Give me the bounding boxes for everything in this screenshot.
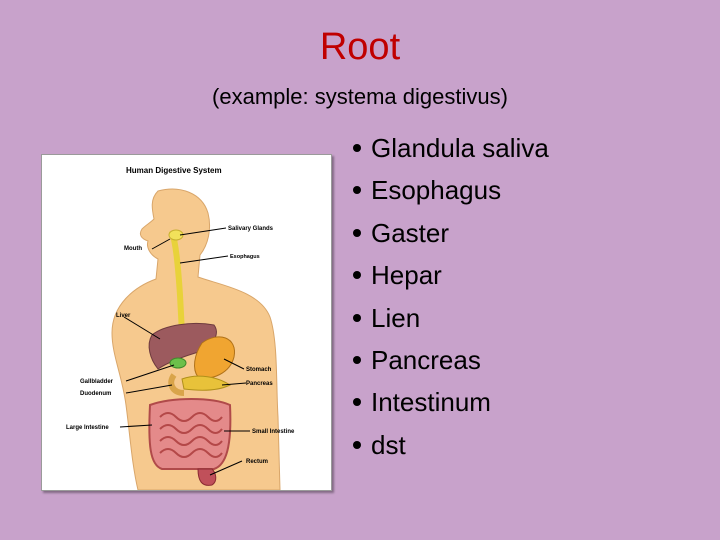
label-rectum: Rectum <box>246 459 268 465</box>
gallbladder-shape <box>169 357 187 369</box>
bullet-text: Glandula saliva <box>371 133 549 163</box>
label-liver: Liver <box>116 313 131 319</box>
bullet-item: Lien <box>353 303 549 345</box>
label-mouth: Mouth <box>124 246 142 252</box>
bullet-item: dst <box>353 430 549 472</box>
bullet-dot <box>353 228 361 237</box>
bullet-item: Intestinum <box>353 387 549 429</box>
label-stomach: Stomach <box>246 367 272 373</box>
bullet-item: Gaster <box>353 218 549 260</box>
label-large-intestine: Large Intestine <box>66 425 109 431</box>
digestive-system-figure: Human Digestive System Salivary Glands M… <box>41 154 332 491</box>
slide-title: Root <box>319 26 401 68</box>
bullet-item: Hepar <box>353 260 549 302</box>
bullet-text: Hepar <box>371 260 442 291</box>
bullet-dot <box>353 186 361 195</box>
bullet-text: Gaster <box>371 217 450 248</box>
stomach-shape <box>194 336 235 379</box>
bullet-text: dst <box>371 429 406 460</box>
bullet-text: Intestinum <box>371 387 491 418</box>
label-esophagus: Esophagus <box>230 254 260 260</box>
diagram-heading: Human Digestive System <box>126 166 222 175</box>
label-gallbladder: Gallbladder <box>80 379 114 385</box>
bullet-dot <box>353 398 361 407</box>
label-duodenum: Duodenum <box>80 391 111 397</box>
label-small-intestine: Small Intestine <box>252 429 295 435</box>
bullet-text: Lien <box>371 302 421 333</box>
bullet-dot <box>353 271 361 280</box>
slide-subtitle: (example: systema digestivus) <box>212 84 508 109</box>
bullet-item: Pancreas <box>353 345 549 387</box>
digestive-system-diagram: Human Digestive System Salivary Glands M… <box>66 166 295 490</box>
bullet-dot <box>353 313 361 322</box>
pointer-lines <box>119 227 250 476</box>
bullet-dot <box>353 144 361 152</box>
bullet-item: Glandula saliva <box>353 133 549 175</box>
bullet-text: Pancreas <box>371 344 481 375</box>
bullet-text: Esophagus <box>371 175 502 206</box>
organ-bullet-list: Glandula saliva Esophagus Gaster Hepar L… <box>353 133 549 472</box>
label-pancreas: Pancreas <box>246 381 273 387</box>
large-intestine-shape <box>148 398 232 470</box>
bullet-item: Esophagus <box>353 175 549 217</box>
duodenum-shape <box>168 373 185 396</box>
bullet-dot <box>353 355 361 364</box>
pancreas-shape <box>181 375 231 391</box>
rectum-shape <box>197 468 217 486</box>
small-intestine-coils <box>159 412 223 458</box>
label-salivary-glands: Salivary Glands <box>228 226 274 232</box>
bullet-dot <box>353 440 361 449</box>
